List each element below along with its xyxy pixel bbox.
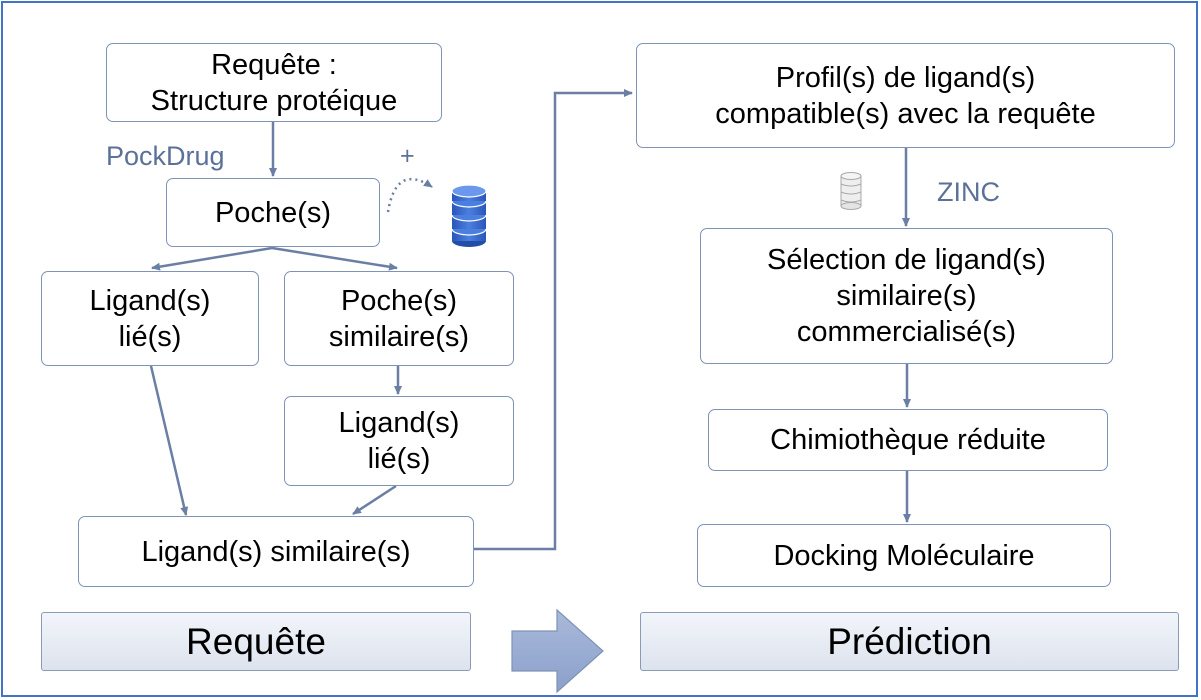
ligand-profiles-line-1: Profil(s) de ligand(s): [775, 61, 1036, 94]
reduced-library-label: Chimiothèque réduite: [770, 424, 1046, 456]
dotted-curve-arrow: [386, 177, 433, 213]
selection-line-2: similaire(s): [836, 280, 977, 312]
phase-arrow: [511, 608, 604, 694]
ligand-profiles-box: Profil(s) de ligand(s) compatible(s) ave…: [636, 43, 1175, 148]
ligand-profiles-line-2: compatible(s) avec la requête: [715, 97, 1096, 130]
query-line-1: Requête :: [211, 48, 337, 81]
arrow-pockets-to-left-ligands: [151, 246, 273, 271]
phase-prediction-label: Prédiction: [827, 620, 992, 662]
bound-ligands-left-line-1: Ligand(s): [89, 284, 211, 317]
zinc-label: ZINC: [937, 177, 1000, 207]
bound-ligands-right-box: Ligand(s) lié(s): [284, 396, 514, 486]
arrow-similar-ligands-to-profiles: [474, 89, 633, 551]
bound-ligands-right-line-1: Ligand(s): [338, 407, 460, 439]
arrow-pockets-to-similar-pockets: [271, 246, 398, 271]
arrow-right-ligands-to-similar-ligands: [352, 484, 397, 516]
phase-prediction: Prédiction: [640, 612, 1179, 671]
bound-ligands-left-box: Ligand(s) lié(s): [41, 271, 259, 366]
query-box: Requête : Structure protéique: [106, 43, 442, 122]
arrow-left-ligands-to-similar-ligands: [149, 365, 189, 516]
bound-ligands-left-line-2: lié(s): [118, 320, 182, 353]
docking-label: Docking Moléculaire: [773, 539, 1035, 572]
similar-pockets-box: Poche(s) similaire(s): [284, 271, 514, 366]
query-line-2: Structure protéique: [150, 84, 398, 117]
selection-line-3: commercialisé(s): [796, 316, 1017, 348]
docking-box: Docking Moléculaire: [697, 524, 1111, 587]
pockets-label: Poche(s): [214, 196, 332, 229]
selection-line-1: Sélection de ligand(s): [767, 244, 1046, 276]
phase-query: Requête: [41, 612, 471, 671]
reduced-library-box: Chimiothèque réduite: [708, 409, 1108, 471]
similar-ligands-box: Ligand(s) similaire(s): [78, 516, 474, 587]
bound-ligands-right-line-2: lié(s): [367, 443, 431, 475]
pockdrug-label: PockDrug: [106, 141, 225, 171]
similar-pockets-line-2: similaire(s): [328, 320, 470, 353]
similar-ligands-label: Ligand(s) similaire(s): [141, 535, 411, 568]
similar-pockets-line-1: Poche(s): [340, 284, 458, 317]
pockets-box: Poche(s): [166, 178, 380, 247]
plus-label: +: [400, 142, 415, 170]
database-icon: [451, 184, 487, 247]
selection-box: Sélection de ligand(s) similaire(s) comm…: [700, 228, 1113, 364]
phase-query-label: Requête: [186, 620, 326, 662]
database-icon: [840, 172, 862, 210]
